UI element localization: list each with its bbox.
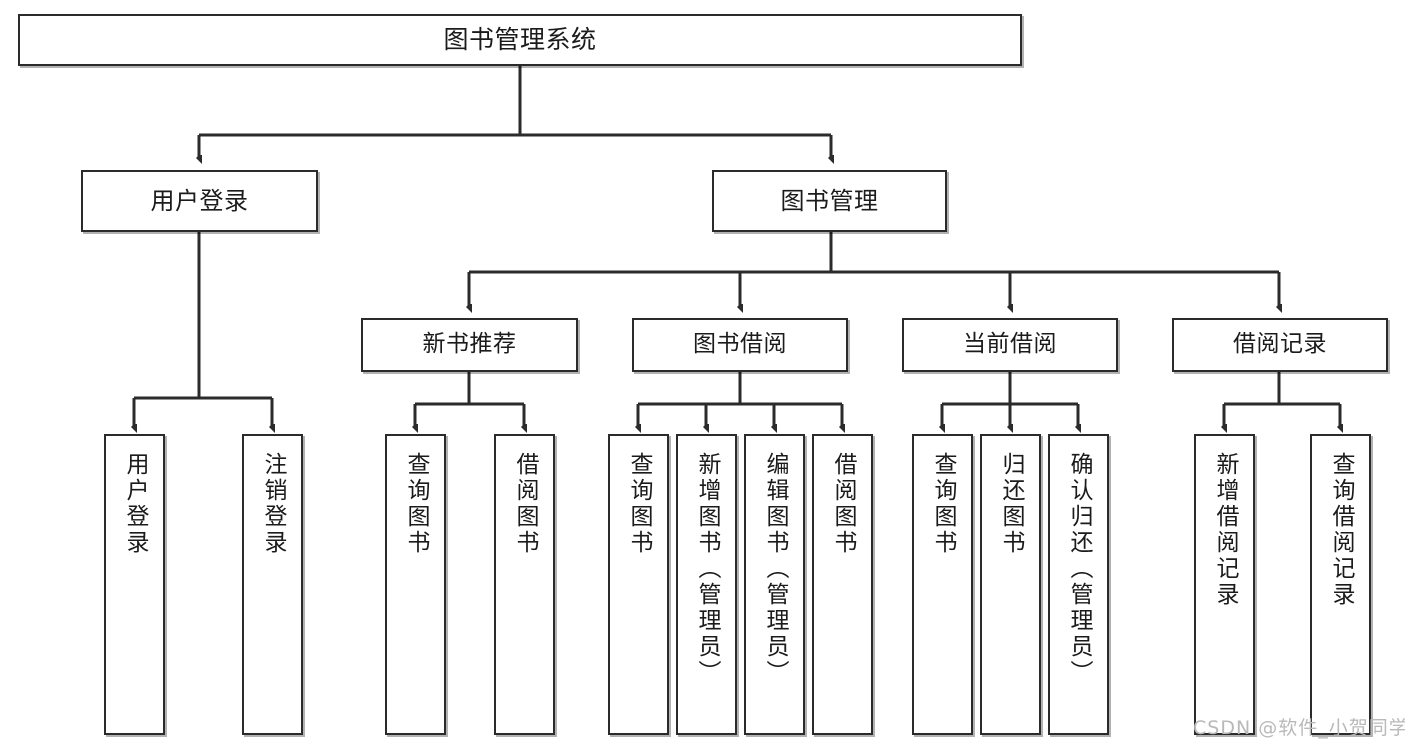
node-label: 当前借阅 bbox=[963, 331, 1057, 358]
node-label: 新增借阅记录 bbox=[1212, 452, 1238, 608]
node-label: 用户登录 bbox=[122, 452, 148, 556]
node-book-management[interactable]: 图书管理 bbox=[712, 170, 947, 232]
node-leaf-borrow-book-2[interactable]: 借阅图书 bbox=[812, 434, 873, 735]
node-leaf-query-book-1[interactable]: 查询图书 bbox=[385, 434, 446, 735]
node-label: 新增图书（管理员） bbox=[694, 452, 720, 686]
node-leaf-query-book-2[interactable]: 查询图书 bbox=[608, 434, 669, 735]
node-label: 用户登录 bbox=[150, 186, 249, 215]
node-root-book-management-system[interactable]: 图书管理系统 bbox=[18, 14, 1022, 66]
node-leaf-borrow-book-1[interactable]: 借阅图书 bbox=[494, 434, 555, 735]
node-label: 查询图书 bbox=[930, 452, 956, 556]
node-book-borrow[interactable]: 图书借阅 bbox=[632, 318, 848, 372]
node-label: 借阅图书 bbox=[512, 452, 538, 556]
node-borrow-record[interactable]: 借阅记录 bbox=[1172, 318, 1388, 372]
node-label: 查询图书 bbox=[403, 452, 429, 556]
node-leaf-confirm-return[interactable]: 确认归还（管理员） bbox=[1048, 434, 1109, 735]
node-leaf-add-book[interactable]: 新增图书（管理员） bbox=[676, 434, 737, 735]
node-leaf-edit-book[interactable]: 编辑图书（管理员） bbox=[744, 434, 805, 735]
node-leaf-return-book[interactable]: 归还图书 bbox=[980, 434, 1041, 735]
node-leaf-user-login[interactable]: 用户登录 bbox=[104, 434, 165, 735]
node-new-book-recommend[interactable]: 新书推荐 bbox=[361, 318, 578, 372]
node-leaf-logout-login[interactable]: 注销登录 bbox=[242, 434, 303, 735]
node-label: 注销登录 bbox=[260, 452, 286, 556]
node-leaf-query-record[interactable]: 查询借阅记录 bbox=[1310, 434, 1371, 735]
node-label: 查询图书 bbox=[626, 452, 652, 556]
node-label: 图书管理 bbox=[780, 186, 879, 215]
watermark-csdn: CSDN @软件_小贺同学 bbox=[1193, 717, 1405, 739]
node-label: 新书推荐 bbox=[422, 331, 517, 358]
node-user-login[interactable]: 用户登录 bbox=[81, 170, 318, 232]
node-leaf-add-record[interactable]: 新增借阅记录 bbox=[1194, 434, 1255, 735]
node-leaf-query-book-3[interactable]: 查询图书 bbox=[912, 434, 973, 735]
node-label: 借阅图书 bbox=[830, 452, 856, 556]
node-label: 确认归还（管理员） bbox=[1066, 452, 1092, 686]
node-label: 图书管理系统 bbox=[443, 25, 597, 55]
node-label: 图书借阅 bbox=[693, 331, 787, 358]
node-current-borrow[interactable]: 当前借阅 bbox=[902, 318, 1118, 372]
node-label: 查询借阅记录 bbox=[1328, 452, 1354, 608]
node-label: 编辑图书（管理员） bbox=[762, 452, 788, 686]
node-label: 借阅记录 bbox=[1233, 331, 1327, 358]
node-label: 归还图书 bbox=[998, 452, 1024, 556]
